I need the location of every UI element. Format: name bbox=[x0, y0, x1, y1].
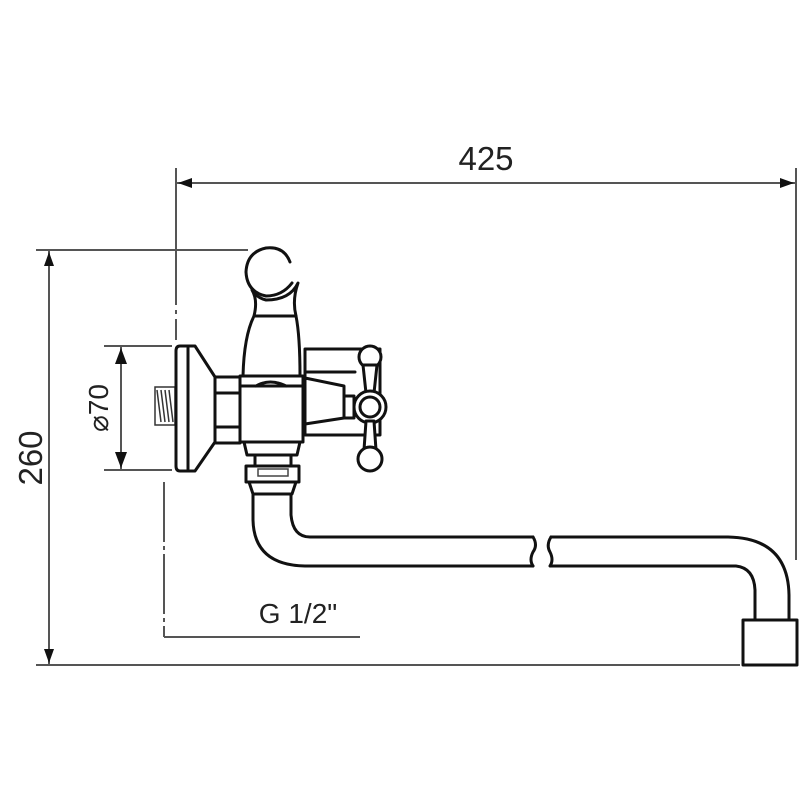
shower-hook bbox=[244, 246, 294, 298]
aerator bbox=[741, 618, 799, 667]
flange-diameter-label: ⌀70 bbox=[83, 384, 114, 432]
arrow-down-icon bbox=[44, 649, 54, 663]
body-collar bbox=[242, 440, 302, 457]
dimension-flange-diameter: ⌀70 bbox=[83, 345, 172, 471]
spout-union-ring bbox=[247, 480, 298, 496]
threaded-connector bbox=[154, 386, 176, 426]
dimension-height: 260 bbox=[12, 249, 740, 666]
arrow-left-icon bbox=[178, 178, 192, 188]
break-mark-right bbox=[546, 535, 554, 568]
diverter-dome bbox=[241, 314, 302, 378]
spout-pipe-inner-right bbox=[549, 564, 757, 622]
break-mark-left bbox=[529, 535, 537, 568]
valve-cone bbox=[303, 376, 346, 426]
cross-handle[interactable] bbox=[352, 344, 388, 473]
hex-nut bbox=[213, 375, 242, 445]
dimension-thread: G 1/2" bbox=[163, 482, 360, 638]
faucet-body bbox=[154, 246, 799, 667]
spout-pipe-outer-right bbox=[549, 535, 791, 622]
arrow-up-small-icon bbox=[115, 348, 127, 364]
length-label: 425 bbox=[458, 140, 513, 177]
hook-neck bbox=[250, 281, 300, 318]
handle-bottom-knob[interactable] bbox=[356, 445, 384, 473]
wall-flange bbox=[174, 344, 217, 473]
spout-pipe-inner-left bbox=[289, 492, 535, 539]
arrow-down-small-icon bbox=[115, 452, 127, 468]
arrow-up-icon bbox=[44, 252, 54, 266]
thread-label: G 1/2" bbox=[259, 598, 337, 629]
height-label: 260 bbox=[12, 430, 49, 485]
dimension-length: 425 bbox=[175, 140, 797, 560]
spout-pipe-outer-left bbox=[251, 492, 535, 568]
arrow-right-icon bbox=[780, 178, 794, 188]
